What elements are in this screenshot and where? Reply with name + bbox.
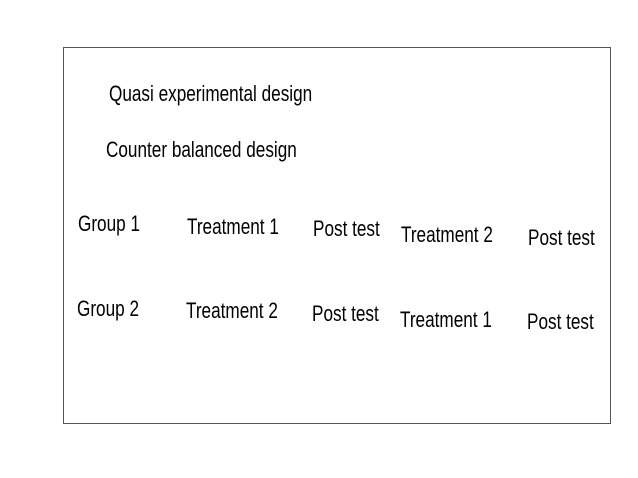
row-2-step-4: Post test bbox=[527, 309, 594, 334]
diagram-title: Quasi experimental design bbox=[109, 81, 313, 106]
row-1-step-1: Treatment 1 bbox=[187, 214, 279, 239]
row-1-step-2: Post test bbox=[313, 216, 380, 241]
row-2-step-2: Post test bbox=[312, 301, 379, 326]
row-2-group-label: Group 2 bbox=[77, 296, 140, 321]
row-1-step-4: Post test bbox=[528, 225, 595, 250]
row-1-group-label: Group 1 bbox=[78, 211, 141, 236]
row-2-step-1: Treatment 2 bbox=[186, 298, 278, 323]
diagram-subtitle: Counter balanced design bbox=[106, 137, 297, 162]
row-1-step-3: Treatment 2 bbox=[401, 222, 493, 247]
row-2-step-3: Treatment 1 bbox=[400, 307, 492, 332]
diagram-frame bbox=[63, 47, 611, 424]
